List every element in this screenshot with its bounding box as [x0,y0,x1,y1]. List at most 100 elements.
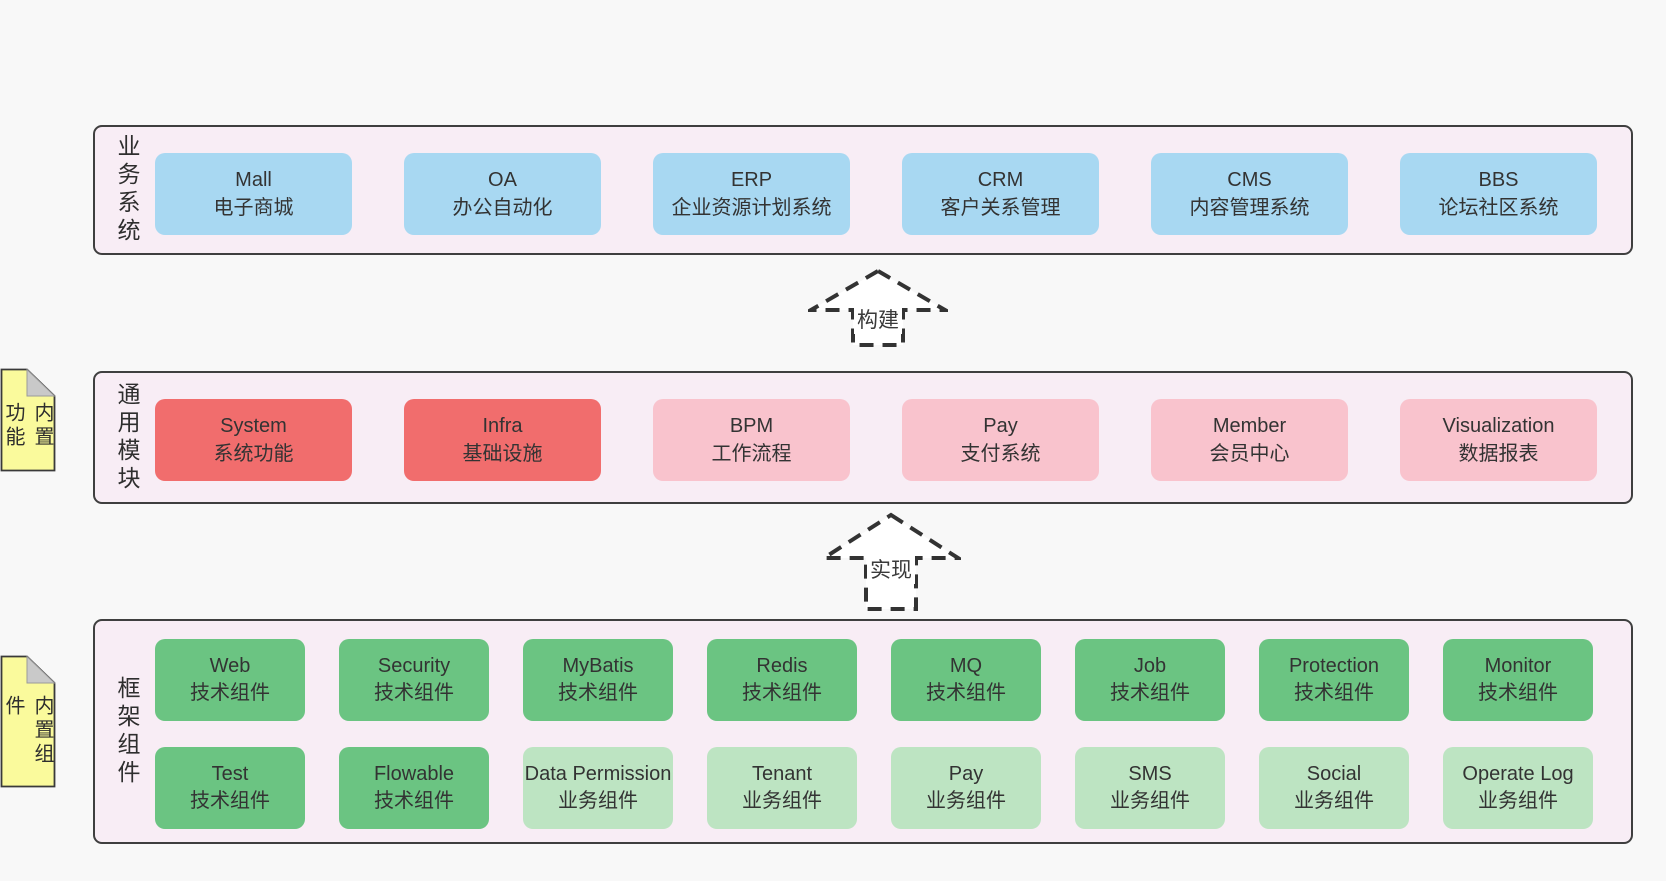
box-title: OA [488,169,517,191]
box-title: CRM [977,169,1024,191]
box-data-permission: Data Permission 业务组件 [523,747,673,829]
box-subtitle: 会员中心 [1209,443,1290,465]
box-title: ERP [730,169,773,191]
box-subtitle: 技术组件 [1478,682,1558,704]
box-oa: OA 办公自动化 [404,153,601,235]
box-subtitle: 技术组件 [190,790,270,812]
box-title: BPM [729,415,774,437]
box-member: Member 会员中心 [1151,399,1348,481]
box-subtitle: 业务组件 [742,790,822,812]
box-title: Pay [983,415,1018,437]
box-subtitle: 业务组件 [1478,790,1558,812]
box-title: SMS [1128,763,1172,786]
box-cms: CMS 内容管理系统 [1151,153,1348,235]
box-title: Tenant [751,763,813,786]
box-subtitle: 论坛社区系统 [1438,197,1559,219]
box-subtitle: 业务组件 [1294,790,1374,812]
box-pay-system: Pay 支付系统 [902,399,1099,481]
box-title: MQ [949,655,983,678]
business-systems-row: Mall 电子商城 OA 办公自动化 ERP 企业资源计划系统 CRM 客户关系… [155,153,1597,235]
box-crm: CRM 客户关系管理 [902,153,1099,235]
box-subtitle: 系统功能 [213,443,294,465]
sticky-note-shape [0,368,56,472]
box-pay-component: Pay 业务组件 [891,747,1041,829]
box-title: Protection [1288,655,1380,678]
band-label-framework-components: 框架组件 [114,675,140,788]
box-monitor: Monitor 技术组件 [1443,639,1593,721]
sticky-note-label: 内置组件 [2,695,53,767]
box-subtitle: 基础设施 [462,443,543,465]
box-flowable: Flowable 技术组件 [339,747,489,829]
box-title: Pay [948,763,984,786]
box-subtitle: 技术组件 [190,682,270,704]
box-title: Redis [756,655,808,678]
box-title: Job [1133,655,1167,678]
box-subtitle: 电子商城 [213,197,294,219]
box-title: Visualization [1442,415,1555,437]
sticky-note-label: 内置功能 [2,402,53,450]
box-subtitle: 技术组件 [1294,682,1374,704]
box-mybatis: MyBatis 技术组件 [523,639,673,721]
band-framework-components: 框架组件 Web 技术组件 Security 技术组件 MyBatis 技术组件… [93,619,1633,844]
box-subtitle: 数据报表 [1458,443,1539,465]
box-test: Test 技术组件 [155,747,305,829]
box-visualization: Visualization 数据报表 [1400,399,1597,481]
box-title: MyBatis [562,655,634,678]
box-tenant: Tenant 业务组件 [707,747,857,829]
box-sms: SMS 业务组件 [1075,747,1225,829]
box-infra: Infra 基础设施 [404,399,601,481]
box-title: System [220,415,287,437]
box-subtitle: 支付系统 [960,443,1041,465]
box-title: Mall [235,169,272,191]
box-mall: Mall 电子商城 [155,153,352,235]
tech-components-row: Web 技术组件 Security 技术组件 MyBatis 技术组件 Redi… [155,639,1593,721]
band-label-common-modules: 通用模块 [114,381,140,494]
box-job: Job 技术组件 [1075,639,1225,721]
box-subtitle: 技术组件 [926,682,1006,704]
box-web: Web 技术组件 [155,639,305,721]
box-subtitle: 技术组件 [742,682,822,704]
band-label-business-systems: 业务系统 [114,134,140,246]
box-subtitle: 内容管理系统 [1189,197,1310,219]
box-subtitle: 工作流程 [711,443,792,465]
box-subtitle: 技术组件 [374,682,454,704]
box-subtitle: 办公自动化 [452,197,553,219]
box-erp: ERP 企业资源计划系统 [653,153,850,235]
box-protection: Protection 技术组件 [1259,639,1409,721]
box-social: Social 业务组件 [1259,747,1409,829]
box-subtitle: 客户关系管理 [940,197,1061,219]
box-title: Operate Log [1462,763,1574,786]
box-operate-log: Operate Log 业务组件 [1443,747,1593,829]
box-bbs: BBS 论坛社区系统 [1400,153,1597,235]
box-system: System 系统功能 [155,399,352,481]
arrow-build: 构建 [808,268,948,348]
box-subtitle: 技术组件 [1110,682,1190,704]
band-common-modules: 通用模块 System 系统功能 Infra 基础设施 BPM 工作流程 Pay… [93,371,1633,504]
box-title: Member [1212,415,1287,437]
box-title: Social [1306,763,1362,786]
box-mq: MQ 技术组件 [891,639,1041,721]
box-subtitle: 企业资源计划系统 [671,197,832,219]
sticky-note-built-in-functions: 内置功能 [0,368,56,472]
common-modules-row: System 系统功能 Infra 基础设施 BPM 工作流程 Pay 支付系统… [155,399,1597,481]
box-subtitle: 业务组件 [1110,790,1190,812]
arrow-build-label: 构建 [854,304,902,334]
framework-components-grid: Web 技术组件 Security 技术组件 MyBatis 技术组件 Redi… [155,639,1593,829]
box-security: Security 技术组件 [339,639,489,721]
box-title: Web [209,655,251,678]
box-bpm: BPM 工作流程 [653,399,850,481]
box-subtitle: 技术组件 [374,790,454,812]
band-business-systems: 业务系统 Mall 电子商城 OA 办公自动化 ERP 企业资源计划系统 CRM… [93,125,1633,255]
business-components-row: Test 技术组件 Flowable 技术组件 Data Permission … [155,747,1593,829]
box-title: Security [377,655,451,678]
box-subtitle: 业务组件 [558,790,638,812]
box-title: Data Permission [524,763,672,786]
box-title: Flowable [373,763,455,786]
box-title: Monitor [1484,655,1552,678]
box-title: Test [211,763,249,786]
box-title: BBS [1478,169,1519,191]
sticky-note-shape [0,655,56,788]
box-subtitle: 技术组件 [558,682,638,704]
arrow-implement: 实现 [821,512,961,612]
